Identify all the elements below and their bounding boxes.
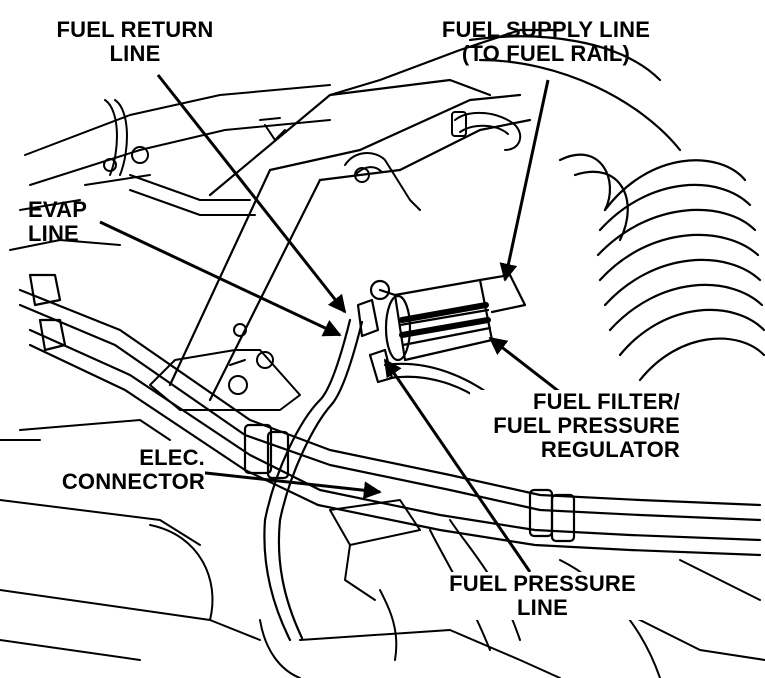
fuel-pressure-line-label: FUEL PRESSURE LINE — [425, 572, 660, 620]
fuel-return-line-label: FUEL RETURN LINE — [56, 17, 214, 66]
upper-bracket — [24, 84, 331, 216]
evap-leader — [99, 220, 342, 337]
evap-line-label: EVAP LINE — [28, 197, 88, 246]
fuel-filter-regulator-label: FUEL FILTER/ FUEL PRESSURE REGULATOR — [470, 390, 680, 462]
leader-lines — [99, 74, 571, 573]
fuel-return-leader — [156, 74, 347, 314]
pressure-line-leader — [383, 358, 532, 573]
coil-spring — [558, 153, 765, 382]
fuel-supply-leader — [499, 79, 550, 282]
supply-line-top — [344, 111, 522, 211]
filter-leader — [488, 336, 571, 402]
elec-connector-label: ELEC. CONNECTOR — [35, 446, 205, 494]
lower-bracket — [149, 323, 301, 411]
left-panels — [0, 174, 171, 441]
fuel-supply-line-label: FUEL SUPPLY LINE (TO FUEL RAIL) — [441, 17, 651, 66]
